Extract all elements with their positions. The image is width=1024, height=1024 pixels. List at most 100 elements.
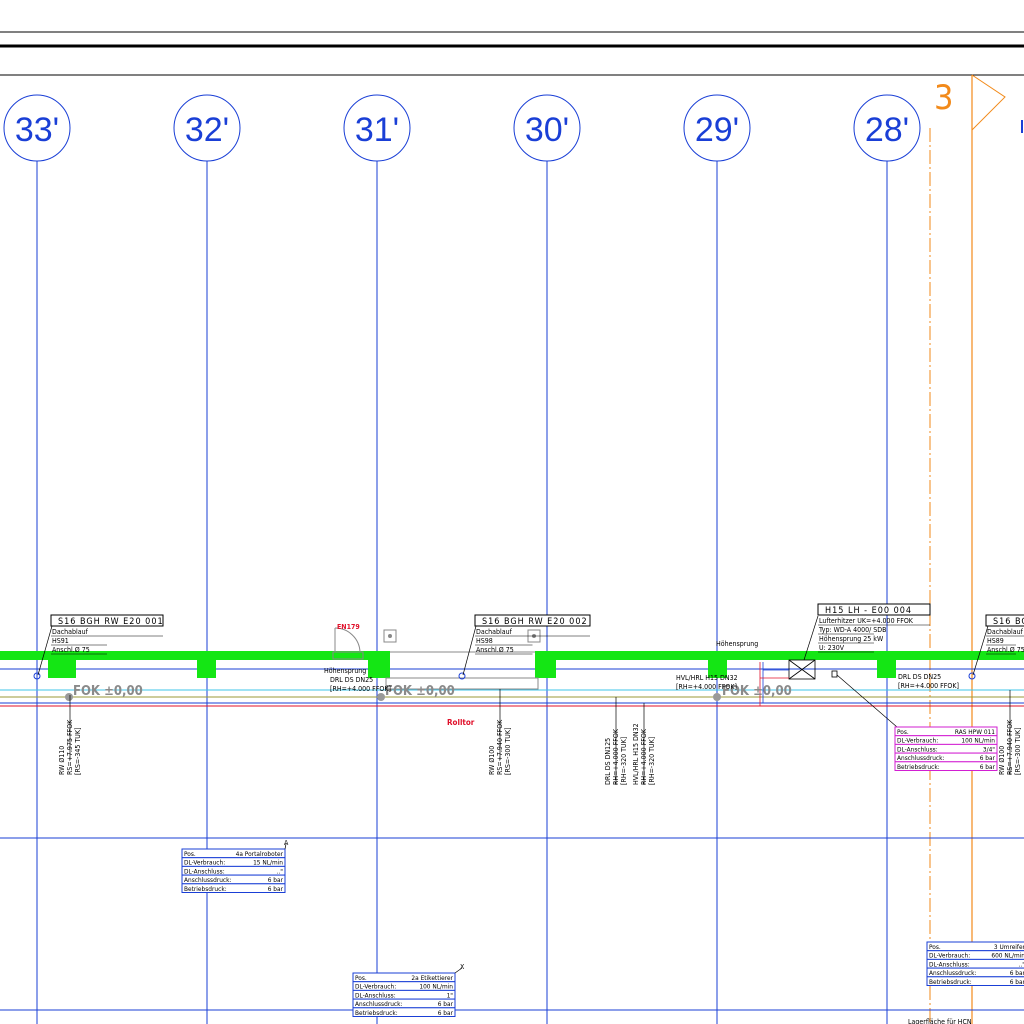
tag-detail: Dachablauf bbox=[476, 628, 513, 636]
area-label: Lagerfläche für HCN bbox=[908, 1018, 972, 1024]
air-heater-icon bbox=[759, 659, 816, 706]
grid-axis-label: 28' bbox=[865, 111, 909, 149]
grid-axis: 28' bbox=[853, 94, 921, 1024]
vertical-label-line: RW Ø100 bbox=[488, 746, 496, 775]
vertical-label-line: RS=+7.975 FFOK bbox=[66, 719, 74, 775]
tag-detail: Anschl.Ø 75 bbox=[987, 646, 1024, 654]
section-arrow-icon bbox=[971, 74, 1006, 131]
grid-axis-bubble bbox=[853, 94, 921, 162]
pipe-label: HVL/HRL H15 DN32 bbox=[676, 674, 738, 682]
pipe-label: [RH=+4.000 FFOK] bbox=[330, 685, 391, 693]
tag-id: S16 BG bbox=[993, 617, 1024, 627]
table-cell-value: 6 bar bbox=[268, 876, 284, 884]
grid-axis-label: 31' bbox=[355, 111, 399, 149]
grid-axis-label: 32' bbox=[185, 111, 229, 149]
tag-box bbox=[985, 614, 1024, 627]
grid-axis: 33' bbox=[3, 94, 71, 1024]
outlet-marker bbox=[831, 670, 838, 678]
table-cell-label: DL-Anschluss: bbox=[897, 745, 938, 753]
tag-detail: Dachablauf bbox=[987, 628, 1024, 636]
pipe-label: DRL DS DN25 bbox=[898, 673, 941, 681]
vertical-label-line: [RS=-345 TUK] bbox=[74, 728, 82, 775]
table-cell-value: 6 bar bbox=[438, 1009, 454, 1017]
table-row bbox=[352, 1007, 456, 1017]
table-cell-value: .." bbox=[277, 867, 284, 875]
rolltor-label: Rolltor bbox=[447, 718, 475, 727]
vertical-label-line: HVL/HRL H15 DN32 bbox=[632, 723, 640, 785]
tag-detail: Typ: WD-A 4000/ SDB bbox=[818, 626, 886, 634]
table-cell-label: Betriebsdruck: bbox=[897, 763, 940, 771]
grid-axis: 31' bbox=[343, 94, 411, 1024]
floor-level-label: FOK ±0,00 bbox=[722, 684, 792, 699]
door-icon bbox=[332, 627, 364, 660]
pipe-label: [RH=+4.000 FFOK] bbox=[898, 682, 959, 690]
door-label: EN179 bbox=[337, 623, 360, 631]
table-cell-value: 1" bbox=[447, 991, 454, 999]
table-marker: A bbox=[284, 839, 289, 847]
pipe-riser-icon bbox=[65, 693, 721, 701]
exterior-wall bbox=[0, 651, 1024, 678]
tag-id: S16 BGH RW E20 001 bbox=[58, 617, 164, 627]
table-cell-value: 6 bar bbox=[438, 1000, 454, 1008]
table-cell-value: .." bbox=[1019, 960, 1024, 968]
grid-axis-bubble bbox=[173, 94, 241, 162]
equipment-tag: S16 BGH RW E20 002DachablaufHS98Anschl.Ø… bbox=[474, 614, 591, 655]
vertical-label-line: RH=+4.000 FFOK bbox=[640, 728, 648, 785]
tag-detail: Anschl.Ø 75 bbox=[52, 646, 90, 654]
table-cell-label: Pos. bbox=[897, 728, 909, 736]
table-cell-label: Anschlussdruck: bbox=[184, 876, 232, 884]
table-cell-value: 600 NL/min bbox=[991, 952, 1024, 960]
table-cell-label: Betriebsdruck: bbox=[184, 885, 227, 893]
grid-axis-label: 33' bbox=[15, 111, 59, 149]
tag-detail: Lufterhitzer UK=+4.000 FFOK bbox=[819, 617, 914, 625]
floor-level-label: FOK ±0,00 bbox=[385, 684, 455, 699]
tag-detail: U: 230V bbox=[819, 644, 845, 652]
table-cell-value: 15 NL/min bbox=[253, 859, 283, 867]
floor-level-label: FOK ±0,00 bbox=[73, 684, 143, 699]
grid-axis-label: 30' bbox=[525, 111, 569, 149]
grid-axis-bubble bbox=[683, 94, 751, 162]
grid-axis-bubble bbox=[3, 94, 71, 162]
tag-detail: HS98 bbox=[476, 637, 493, 645]
table-cell-label: Anschlussdruck: bbox=[355, 1000, 403, 1008]
grid-axis: 29' bbox=[683, 94, 751, 1024]
table-cell-value: 4a Portalroboter bbox=[236, 850, 284, 858]
table-row bbox=[894, 761, 998, 771]
table-cell-label: DL-Anschluss: bbox=[355, 991, 396, 999]
table-cell-value: 6 bar bbox=[980, 763, 996, 771]
table-cell-value: 100 NL/min bbox=[961, 737, 995, 745]
vertical-label-line: RW Ø110 bbox=[58, 746, 66, 775]
vertical-label-line: RW Ø100 bbox=[998, 746, 1006, 775]
table-cell-value: 6 bar bbox=[1010, 978, 1024, 986]
table-cell-value: 6 bar bbox=[980, 754, 996, 762]
table-cell-label: Pos. bbox=[355, 974, 367, 982]
vertical-label-line: [RS=-300 TUK] bbox=[1014, 728, 1022, 775]
table-cell-label: Betriebsdruck: bbox=[355, 1009, 398, 1017]
table-cell-value: RAS HPW 011 bbox=[955, 728, 995, 736]
pipe-label: [RH=+4.000 FFOK] bbox=[676, 683, 737, 691]
tag-leaders bbox=[37, 615, 1011, 785]
vertical-label-line: [RH=-320 TUK] bbox=[648, 737, 656, 785]
table-cell-label: DL-Anschluss: bbox=[184, 867, 225, 875]
leader-line bbox=[284, 843, 287, 850]
table-marker: X bbox=[460, 963, 465, 971]
table-cell-label: DL-Verbrauch: bbox=[184, 859, 225, 867]
tag-box bbox=[50, 614, 164, 627]
vertical-label-line: RS=+7.940 FFOK bbox=[1006, 719, 1014, 775]
vertical-label-line: [RH=-320 TUK] bbox=[620, 737, 628, 785]
table-cell-label: Anschlussdruck: bbox=[929, 969, 977, 977]
vertical-label-line: RH=+4.000 FFOK bbox=[612, 728, 620, 785]
hoehensprung-label: Höhensprung bbox=[324, 667, 366, 675]
table-cell-label: Betriebsdruck: bbox=[929, 978, 972, 986]
table-cell-value: 100 NL/min bbox=[419, 983, 453, 991]
section-marker: 3 bbox=[934, 78, 953, 118]
